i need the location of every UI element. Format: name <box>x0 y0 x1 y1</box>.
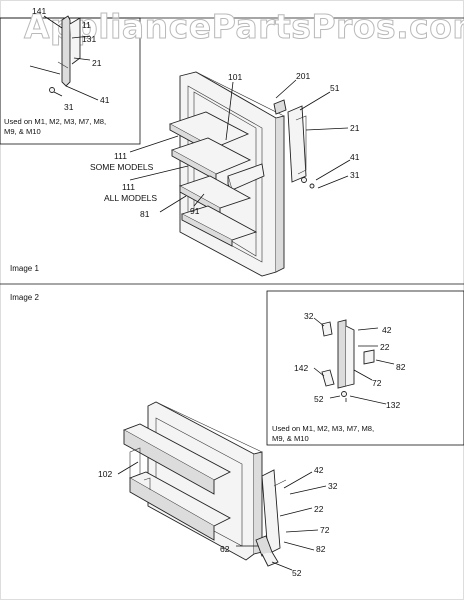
inset1-label-21: 21 <box>92 58 102 68</box>
door2-label-32: 32 <box>328 481 338 491</box>
inset1-frame <box>0 17 141 145</box>
inset1-label-131: 131 <box>82 34 96 44</box>
inset2-label-72: 72 <box>372 378 382 388</box>
door1-drawing <box>129 71 351 277</box>
inset1-label-141: 141 <box>32 6 46 16</box>
inset2-label-132: 132 <box>386 400 400 410</box>
inset1-note-line1: Used on M1, M2, M3, M7, M8, <box>4 117 106 126</box>
door1-label-some-models: SOME MODELS <box>90 162 154 172</box>
watermark: AppliancePartsPros.com <box>24 7 464 46</box>
door1-label-111-all: 111 <box>122 182 135 192</box>
image2-heading: Image 2 <box>10 293 39 302</box>
door2-label-72: 72 <box>320 525 330 535</box>
image1-heading: Image 1 <box>10 264 39 273</box>
door1-label-31: 31 <box>350 170 360 180</box>
door1-label-51: 51 <box>330 83 340 93</box>
inset2-label-22: 22 <box>380 342 390 352</box>
door1-label-201: 201 <box>296 71 310 81</box>
door1-label-81: 81 <box>140 209 150 219</box>
inset1-note-line2: M9, & M10 <box>4 127 41 136</box>
inset1-label-41: 41 <box>100 95 110 105</box>
door2-label-22: 22 <box>314 504 324 514</box>
inset2-label-32: 32 <box>304 311 314 321</box>
inset2-frame <box>266 290 464 446</box>
door2-label-52: 52 <box>292 568 302 578</box>
door2-label-102: 102 <box>98 469 112 479</box>
door2-label-82: 82 <box>316 544 326 554</box>
door1-label-all-models: ALL MODELS <box>104 193 157 203</box>
inset2-label-52: 52 <box>314 394 324 404</box>
door1-label-21: 21 <box>350 123 360 133</box>
inset1-label-31: 31 <box>64 102 74 112</box>
inset2-note-line2: M9, & M10 <box>272 434 309 443</box>
inset2-label-82: 82 <box>396 362 406 372</box>
door1-label-91: 91 <box>190 206 200 216</box>
door1-label-101: 101 <box>228 72 242 82</box>
inset1-drawing <box>29 15 99 101</box>
door2-label-42: 42 <box>314 465 324 475</box>
inset2-drawing <box>313 317 395 405</box>
inset2-label-142: 142 <box>294 363 308 373</box>
door2-label-62: 62 <box>220 544 230 554</box>
inset1-label-11: 11 <box>82 20 91 30</box>
door1-label-41: 41 <box>350 152 360 162</box>
inset2-note-line1: Used on M1, M2, M3, M7, M8, <box>272 424 374 433</box>
door1-label-111-some: 111 <box>114 151 127 161</box>
inset2-label-42: 42 <box>382 325 392 335</box>
door2-drawing <box>117 401 327 571</box>
